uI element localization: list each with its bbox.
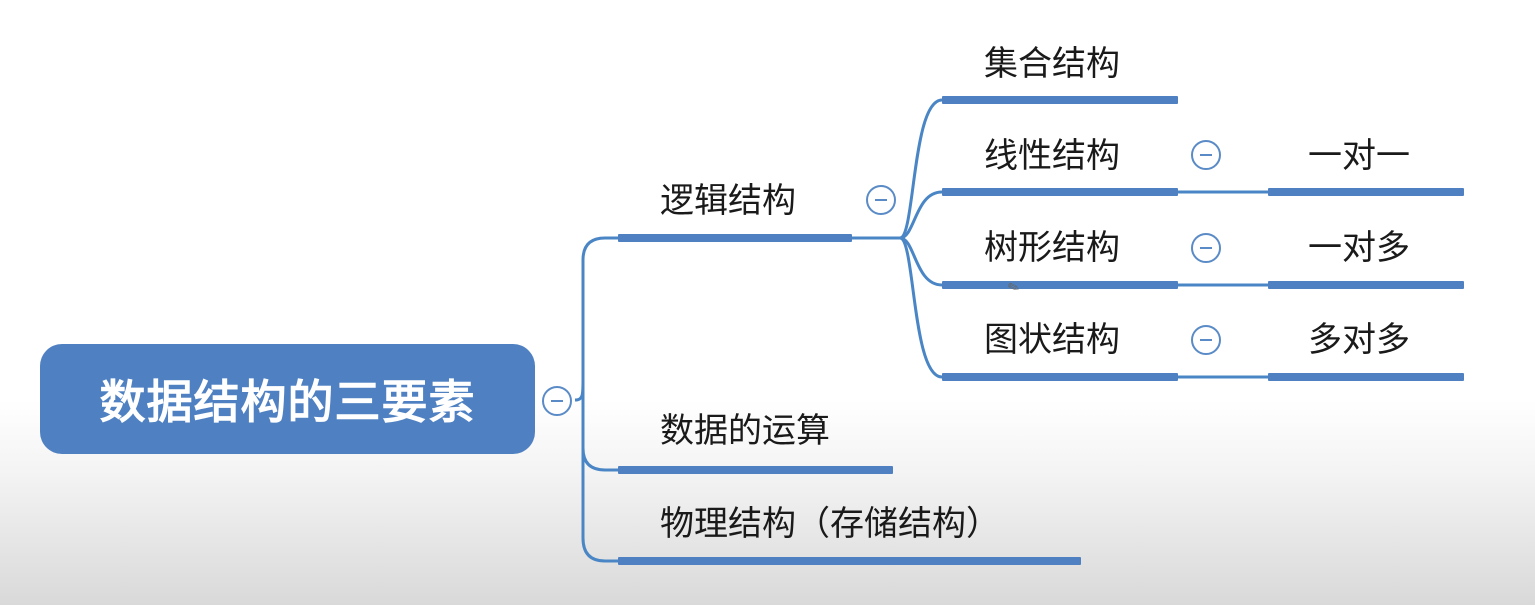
branch-logic-label: 逻辑结构 [660,181,796,221]
connector-logic-collection [852,98,943,240]
relation-tree-label: 一对多 [1308,228,1410,268]
connector-root-operations [581,380,618,472]
relation-graph-bar[interactable] [1268,373,1464,381]
child-tree-bar[interactable] [942,281,1178,289]
relation-linear-bar[interactable] [1268,188,1464,196]
child-collection-bar[interactable] [942,96,1178,104]
connector-logic-linear [899,190,943,240]
branch-operations-label: 数据的运算 [660,411,830,451]
collapse-icon[interactable] [542,386,572,416]
child-linear-bar[interactable] [942,188,1178,196]
collapse-icon[interactable] [1191,233,1221,263]
child-linear-label: 线性结构 [984,136,1120,176]
relation-linear-label: 一对一 [1308,136,1410,176]
child-graph-bar[interactable] [942,373,1178,381]
connector-logic-graph [899,236,943,379]
relation-tree-bar[interactable] [1268,281,1464,289]
root-node[interactable]: 数据结构的三要素 [40,344,535,454]
collapse-icon[interactable] [1191,140,1221,170]
branch-physical-bar[interactable] [618,557,1081,565]
branch-physical-label: 物理结构（存储结构） [660,504,1000,544]
child-tree-label: 树形结构 [984,228,1120,268]
root-node-label: 数据结构的三要素 [99,375,476,429]
branch-operations-bar[interactable] [618,466,893,474]
child-collection-label: 集合结构 [984,44,1120,84]
connector-root-trunk [574,236,618,402]
relation-graph-label: 多对多 [1308,320,1410,360]
child-graph-label: 图状结构 [984,320,1120,360]
collapse-icon[interactable] [1191,325,1221,355]
collapse-icon[interactable] [866,185,896,215]
connector-root-physical [581,448,618,563]
branch-logic-bar[interactable] [618,234,852,242]
